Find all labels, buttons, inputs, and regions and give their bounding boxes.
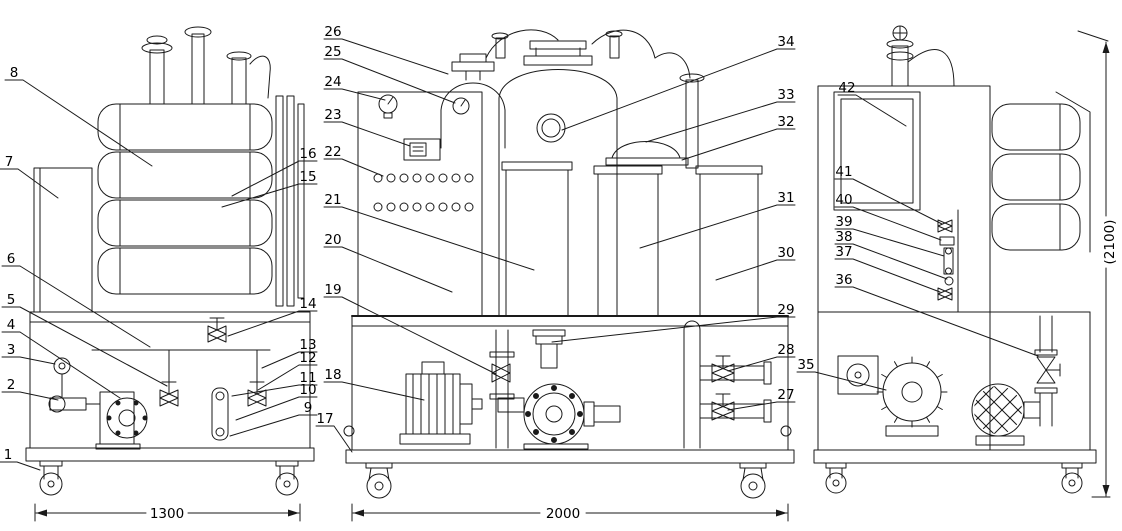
side-top-piping — [886, 25, 955, 87]
callout-19: 19 — [324, 282, 341, 298]
side-motor — [971, 383, 1041, 446]
callout-10: 10 — [299, 382, 316, 398]
callout-30: 30 — [777, 245, 794, 261]
inlet-pipe-valve — [489, 329, 515, 449]
left-pump-assembly — [48, 357, 148, 450]
callout-4: 4 — [7, 317, 16, 333]
line-art — [0, 25, 1111, 522]
left-casters — [39, 460, 299, 496]
leader-lines — [0, 38, 1039, 471]
callout-22: 22 — [324, 144, 341, 160]
callout-9: 9 — [304, 400, 313, 416]
front-casters — [365, 462, 767, 499]
front-top-piping — [485, 29, 705, 169]
callout-17: 17 — [316, 411, 333, 427]
callout-21: 21 — [324, 192, 341, 208]
callout-15: 15 — [299, 169, 316, 185]
callout-35: 35 — [797, 357, 814, 373]
side-devices — [937, 209, 959, 313]
callout-12: 12 — [299, 350, 316, 366]
filter-column-3 — [695, 165, 763, 317]
dimension-left-width: 1300 — [150, 506, 184, 522]
callout-31: 31 — [777, 190, 794, 206]
callout-13: 13 — [299, 337, 316, 353]
callout-5: 5 — [7, 292, 16, 308]
callout-39: 39 — [835, 214, 852, 230]
callout-11: 11 — [299, 370, 316, 386]
callout-26: 26 — [324, 24, 341, 40]
callout-28: 28 — [777, 342, 794, 358]
callout-42: 42 — [838, 80, 855, 96]
left-view — [25, 26, 315, 496]
callout-32: 32 — [777, 114, 794, 130]
side-panel — [833, 91, 921, 211]
left-top-piping — [141, 26, 271, 105]
callout-7: 7 — [5, 154, 14, 170]
left-frame — [25, 311, 315, 462]
callout-25: 25 — [324, 44, 341, 60]
side-view — [813, 25, 1097, 494]
filter-cylinder-stack — [97, 95, 305, 307]
callout-36: 36 — [835, 272, 852, 288]
left-sight-glass — [211, 387, 229, 441]
side-cylinders — [991, 91, 1091, 253]
dimension-overall-height: (2100) — [1102, 220, 1118, 265]
callout-1: 1 — [4, 447, 13, 463]
control-panel — [357, 91, 483, 317]
callout-38: 38 — [835, 229, 852, 245]
side-wheels — [825, 462, 1083, 494]
callout-40: 40 — [835, 192, 852, 208]
callout-18: 18 — [324, 367, 341, 383]
dimension-lines — [34, 30, 1111, 522]
callout-24: 24 — [324, 74, 341, 90]
pump-riser — [532, 329, 566, 369]
front-view — [343, 29, 795, 499]
callout-6: 6 — [7, 251, 16, 267]
oil-pump — [497, 383, 621, 450]
dimension-front-width: 2000 — [546, 506, 580, 522]
labels: 8 7 6 5 4 3 2 1 16 15 14 13 12 11 10 9 1… — [4, 24, 1118, 522]
side-valve — [1034, 315, 1061, 427]
motor — [399, 361, 483, 445]
filter-column-1 — [501, 161, 573, 317]
callout-20: 20 — [324, 232, 341, 248]
callout-27: 27 — [777, 387, 794, 403]
callout-33: 33 — [777, 87, 794, 103]
callout-37: 37 — [835, 244, 852, 260]
callout-8: 8 — [10, 65, 19, 81]
callout-29: 29 — [777, 302, 794, 318]
gauge-box — [837, 355, 879, 395]
vacuum-tank — [498, 40, 618, 317]
vacuum-pump — [876, 356, 948, 437]
callout-41: 41 — [835, 164, 852, 180]
front-frame — [343, 315, 795, 464]
filter-column-2 — [593, 141, 689, 317]
callout-3: 3 — [7, 342, 16, 358]
callout-2: 2 — [7, 377, 16, 393]
side-frame — [813, 85, 1097, 464]
left-cabinet-panel — [33, 167, 93, 313]
outlet-piping-valves — [683, 320, 772, 449]
callout-16: 16 — [299, 146, 316, 162]
callout-23: 23 — [324, 107, 341, 123]
callout-14: 14 — [299, 296, 316, 312]
left-valves-piping — [91, 317, 271, 407]
callout-34: 34 — [777, 34, 794, 50]
